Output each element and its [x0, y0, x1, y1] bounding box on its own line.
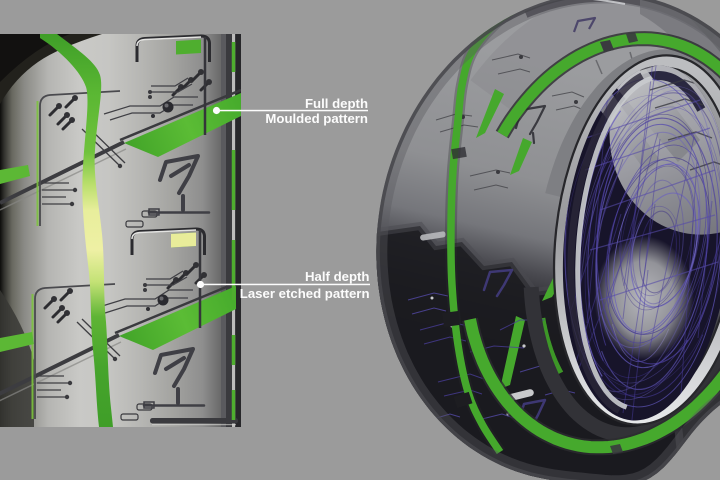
svg-text:Half depth: Half depth	[305, 269, 369, 284]
svg-text:Moulded pattern: Moulded pattern	[265, 111, 368, 126]
svg-text:Laser etched pattern: Laser etched pattern	[240, 286, 370, 301]
svg-text:Full depth: Full depth	[305, 96, 368, 111]
